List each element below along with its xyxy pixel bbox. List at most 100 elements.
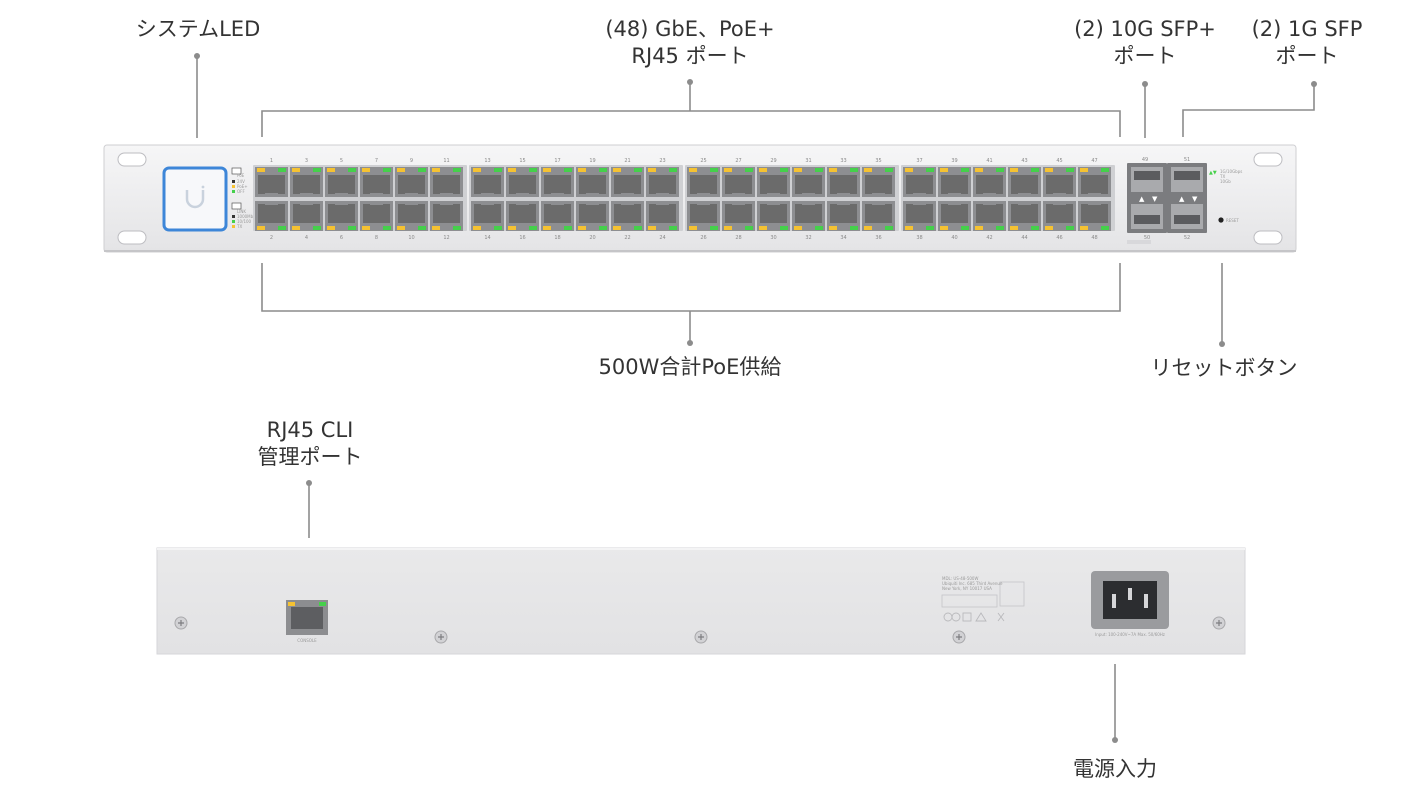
reset-label: RESET <box>1226 218 1239 223</box>
rj45-port[interactable] <box>1078 201 1111 231</box>
poe-led <box>543 226 551 230</box>
rj45-port[interactable] <box>973 201 1006 231</box>
rj45-port[interactable] <box>506 167 539 197</box>
poe-led <box>1010 168 1018 172</box>
callout-sfp-plus-ports: (2) 10G SFP+ ポート <box>1074 17 1216 68</box>
rj45-port[interactable] <box>290 201 323 231</box>
rj45-port[interactable] <box>938 167 971 197</box>
rj45-port[interactable] <box>360 201 393 231</box>
rj45-port[interactable] <box>576 201 609 231</box>
link-led <box>710 226 718 230</box>
rj45-port[interactable] <box>1078 167 1111 197</box>
rj45-port[interactable] <box>938 201 971 231</box>
poe-led <box>905 226 913 230</box>
rj45-port[interactable] <box>360 167 393 197</box>
link-led <box>669 226 677 230</box>
rj45-port[interactable] <box>757 201 790 231</box>
sfp-cages: ▲▼ ▲▼ 49 50 51 52 <box>1127 157 1207 244</box>
callout-system-led: システムLED <box>135 17 261 41</box>
port-number: 42 <box>986 235 992 241</box>
port-number: 10 <box>408 235 414 241</box>
port-number: 4 <box>305 235 308 241</box>
rj45-port[interactable] <box>611 167 644 197</box>
rj45-port[interactable] <box>722 201 755 231</box>
poe-led <box>613 168 621 172</box>
rj45-port[interactable] <box>1008 167 1041 197</box>
link-led <box>745 226 753 230</box>
link-led <box>529 168 537 172</box>
rj45-port[interactable] <box>325 167 358 197</box>
poe-led <box>613 226 621 230</box>
rj45-port[interactable] <box>541 201 574 231</box>
rj45-port[interactable] <box>862 167 895 197</box>
rj45-port[interactable] <box>973 167 1006 197</box>
rj45-port[interactable] <box>903 167 936 197</box>
port-number: 5 <box>340 158 343 164</box>
rj45-port[interactable] <box>722 167 755 197</box>
product-label-line-1: Ubiquiti Inc. 685 Third Avenue <box>942 581 1003 586</box>
rj45-port[interactable] <box>541 167 574 197</box>
rj45-port[interactable] <box>255 201 288 231</box>
poe-led <box>397 226 405 230</box>
link-led <box>745 168 753 172</box>
rj45-port[interactable] <box>325 201 358 231</box>
rj45-port[interactable] <box>576 167 609 197</box>
rj45-port[interactable] <box>903 201 936 231</box>
link-led <box>1031 226 1039 230</box>
rj45-port[interactable] <box>430 167 463 197</box>
port-number: 30 <box>770 235 776 241</box>
sfp-plus-port-49: 49 <box>1142 157 1148 163</box>
rj45-port[interactable] <box>792 167 825 197</box>
rj45-port[interactable] <box>290 167 323 197</box>
rj45-port[interactable] <box>862 201 895 231</box>
link-led <box>494 168 502 172</box>
link-led <box>926 226 934 230</box>
rj45-port[interactable] <box>687 201 720 231</box>
poe-led <box>905 168 913 172</box>
rj45-port[interactable] <box>430 201 463 231</box>
port-number: 39 <box>951 158 957 164</box>
poe-led <box>397 168 405 172</box>
reset-button[interactable]: RESET <box>1218 217 1239 223</box>
rj45-port[interactable] <box>395 201 428 231</box>
rj45-port[interactable] <box>792 201 825 231</box>
link-led <box>961 226 969 230</box>
link-led <box>1101 226 1109 230</box>
led-legend-top-3: OFF <box>237 189 245 194</box>
link-led <box>1066 226 1074 230</box>
poe-led <box>257 226 265 230</box>
link-led <box>885 226 893 230</box>
callout-sfp-ports: (2) 1G SFP ポート <box>1251 17 1363 68</box>
port-number: 25 <box>700 158 706 164</box>
port-number: 48 <box>1091 235 1097 241</box>
rj45-port[interactable] <box>1043 167 1076 197</box>
port-number: 22 <box>624 235 630 241</box>
rj45-port[interactable] <box>395 167 428 197</box>
rj45-port[interactable] <box>471 201 504 231</box>
rj45-port[interactable] <box>1043 201 1076 231</box>
rj45-port[interactable] <box>687 167 720 197</box>
product-label-line-0: MDL: US-48-500W <box>942 576 978 581</box>
rj45-port[interactable] <box>827 201 860 231</box>
poe-led <box>794 168 802 172</box>
rj45-port[interactable] <box>757 167 790 197</box>
sfp-legend: ▲▼ 1G/10Gbps TX 10Gb <box>1209 169 1242 184</box>
poe-led <box>689 168 697 172</box>
poe-led <box>578 168 586 172</box>
rj45-port[interactable] <box>611 201 644 231</box>
rj45-port[interactable] <box>827 167 860 197</box>
link-led <box>599 226 607 230</box>
led-legend-top-0: PoE <box>237 173 245 178</box>
port-number: 16 <box>519 235 525 241</box>
poe-led <box>508 226 516 230</box>
rj45-port[interactable] <box>471 167 504 197</box>
rj45-port[interactable] <box>506 201 539 231</box>
console-port[interactable]: CONSOLE <box>286 600 328 643</box>
power-inlet[interactable]: Input: 100-240V~7A Max. 50/60Hz <box>1091 571 1169 637</box>
rj45-port[interactable] <box>1008 201 1041 231</box>
port-number: 20 <box>589 235 595 241</box>
rj45-port[interactable] <box>646 201 679 231</box>
rj45-port[interactable] <box>646 167 679 197</box>
rj45-port[interactable] <box>255 167 288 197</box>
link-led <box>780 226 788 230</box>
